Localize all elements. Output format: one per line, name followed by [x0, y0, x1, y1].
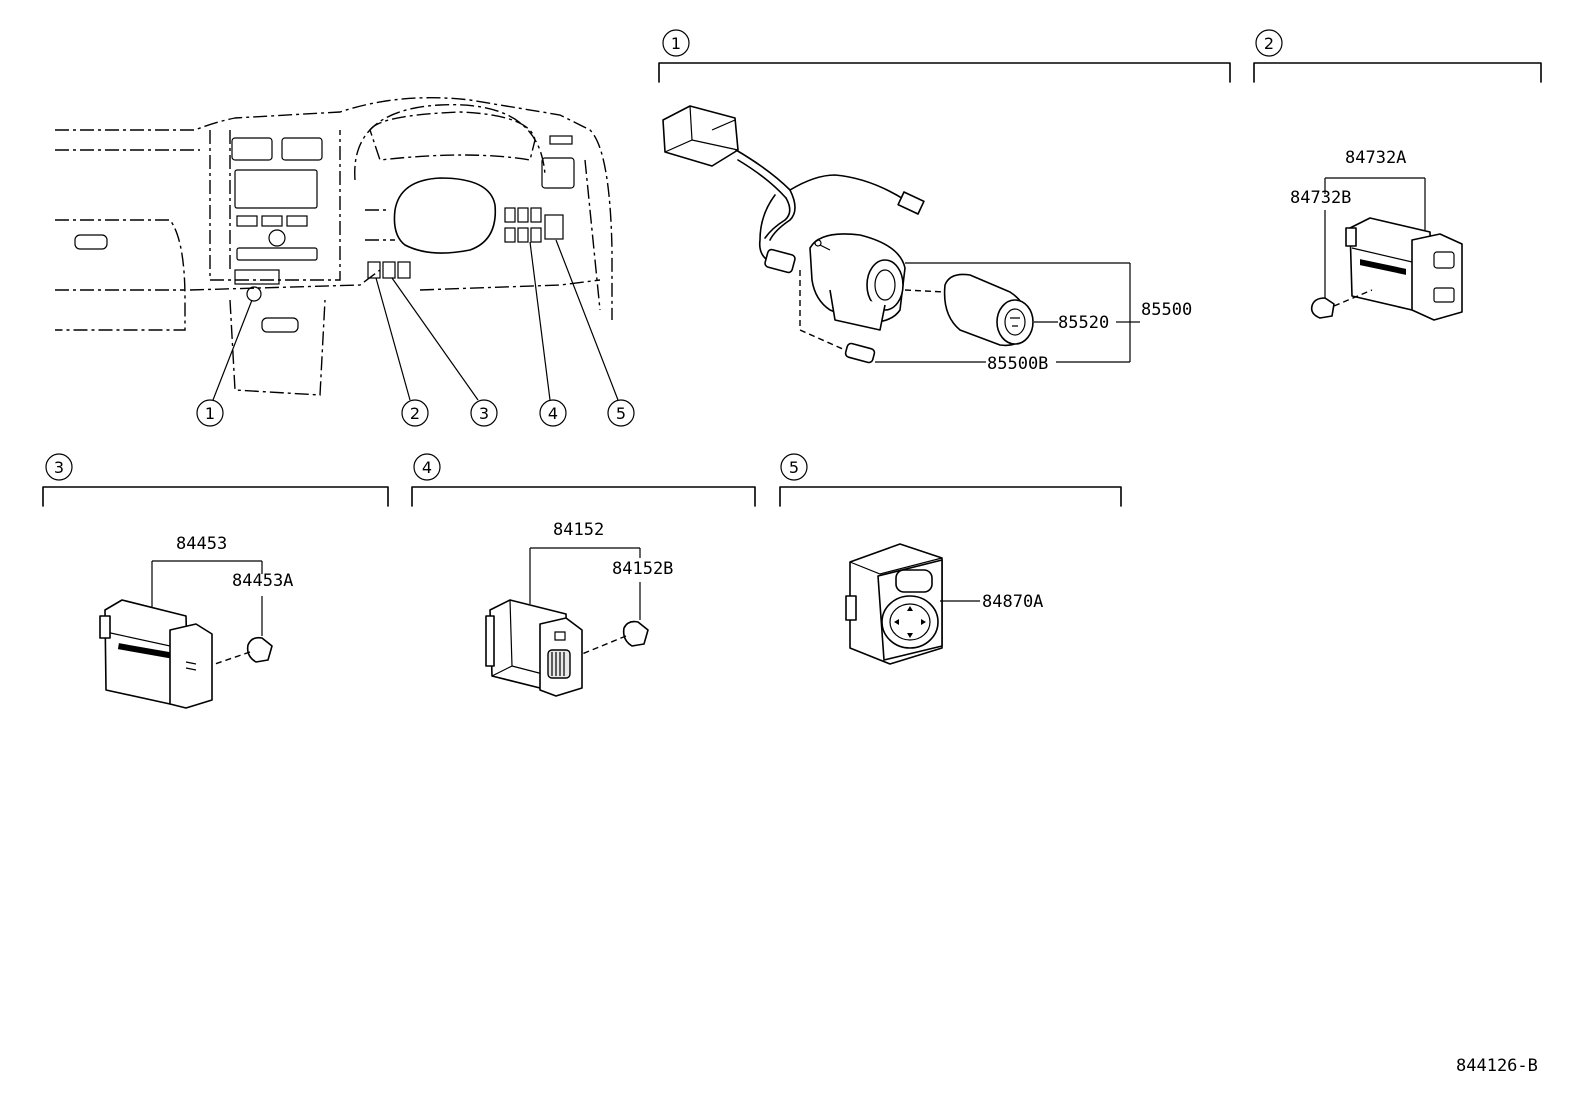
section-3-callout: 3 — [54, 458, 64, 477]
callout-5-overview: 5 — [616, 404, 626, 423]
part-85500B-label: 85500B — [987, 354, 1048, 374]
part-85500-label: 85500 — [1141, 300, 1192, 320]
section-1-callout: 1 — [671, 34, 681, 53]
callout-2-overview: 2 — [410, 404, 420, 423]
section-2-callout: 2 — [1264, 34, 1274, 53]
section-1-lighter: 1 — [658, 29, 1231, 374]
callout-1-overview: 1 — [205, 404, 215, 423]
callout-3-overview: 3 — [479, 404, 489, 423]
section-5-callout: 5 — [789, 458, 799, 477]
section-3-switch: 3 84453 84453A — [42, 453, 389, 709]
section-2-switch: 2 84732A 84732B — [1253, 29, 1542, 321]
callout-4-overview: 4 — [548, 404, 558, 423]
section-4-callout: 4 — [422, 458, 432, 477]
section-5-mirror-switch: 5 84870A — [779, 453, 1122, 665]
part-84732B-label: 84732B — [1290, 188, 1351, 208]
figure-id: 844126-B — [1456, 1056, 1538, 1076]
part-84870A-label: 84870A — [982, 592, 1043, 612]
part-84732A-label: 84732A — [1345, 148, 1406, 168]
dashboard-overview: 1 2 3 4 5 — [55, 97, 635, 427]
part-84152-label: 84152 — [553, 520, 604, 540]
section-4-switch: 4 84152 84152B — [411, 453, 756, 697]
part-85520-label: 85520 — [1058, 313, 1109, 333]
part-84453-label: 84453 — [176, 534, 227, 554]
part-84453A-label: 84453A — [232, 571, 293, 591]
part-84152B-label: 84152B — [612, 559, 673, 579]
